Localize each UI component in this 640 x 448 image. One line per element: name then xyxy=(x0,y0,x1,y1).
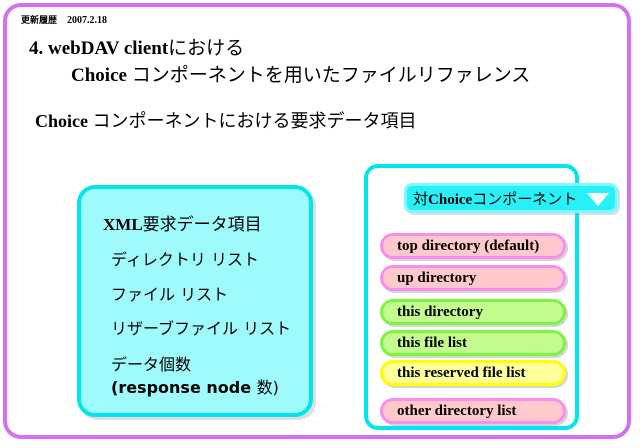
xml-panel-heading-latin: XML xyxy=(103,215,143,234)
choice-option-top-directory-default[interactable]: top directory (default) xyxy=(380,233,566,259)
choice-dropdown-label-latin: Choice xyxy=(428,191,473,208)
title-line-1: 4. webDAV clientにおける xyxy=(29,35,609,62)
xml-item-data-count: データ個数 xyxy=(111,355,192,374)
choice-option-other-directory-list[interactable]: other directory list xyxy=(380,398,566,424)
revision-history-bar: 更新履歴 2007.2.18 xyxy=(21,13,107,26)
choice-option-this-reserved-file-list[interactable]: this reserved file list xyxy=(380,360,566,386)
choice-component-dropdown[interactable]: 対Choiceコンポーネント xyxy=(404,183,618,213)
xml-item-response-node-count: (response node 数) xyxy=(111,374,279,398)
revision-date: 2007.2.18 xyxy=(67,15,108,26)
slide-frame: 更新履歴 2007.2.18 4. webDAV clientにおける Choi… xyxy=(3,3,631,439)
xml-panel-heading-jp: 要求データ項目 xyxy=(142,215,262,235)
title-line-2: Choice コンポーネントを用いたファイルリファレンス xyxy=(29,62,609,89)
choice-dropdown-label-suffix: コンポーネント xyxy=(472,189,578,208)
choice-dropdown-label: 対Choiceコンポーネント xyxy=(407,188,577,209)
title-line-1-latin: 4. webDAV client xyxy=(29,38,169,59)
xml-item-file-list: ファイル リスト xyxy=(111,285,229,304)
xml-item-response-node-latin: (response node xyxy=(111,378,257,397)
page-title: 4. webDAV clientにおける Choice コンポーネントを用いたフ… xyxy=(29,35,609,89)
title-line-1-jp: における xyxy=(168,37,245,59)
choice-dropdown-label-prefix: 対 xyxy=(413,189,429,208)
choice-option-up-directory[interactable]: up directory xyxy=(380,265,566,291)
revision-label: 更新履歴 xyxy=(21,16,58,26)
subtitle-jp: コンポーネントにおける要求データ項目 xyxy=(92,111,417,132)
choice-option-this-directory[interactable]: this directory xyxy=(380,299,566,325)
title-line-2-latin: Choice xyxy=(71,65,132,86)
section-subtitle: Choice コンポーネントにおける要求データ項目 xyxy=(35,107,417,133)
choice-option-this-file-list[interactable]: this file list xyxy=(380,330,566,356)
title-line-2-jp: コンポーネントを用いたファイルリファレンス xyxy=(131,64,531,86)
chevron-down-icon[interactable] xyxy=(587,193,609,206)
subtitle-latin: Choice xyxy=(35,111,93,131)
xml-item-directory-list: ディレクトリ リスト xyxy=(111,250,259,269)
xml-item-reserved-file-list: リザーブファイル リスト xyxy=(111,319,292,338)
choice-component-panel: 対Choiceコンポーネント top directory (default) u… xyxy=(364,164,618,430)
xml-item-response-node-jp: 数) xyxy=(256,378,279,397)
xml-panel-heading: XML要求データ項目 xyxy=(103,210,262,235)
xml-request-items-panel: XML要求データ項目 ディレクトリ リスト ファイル リスト リザーブファイル … xyxy=(77,185,313,417)
